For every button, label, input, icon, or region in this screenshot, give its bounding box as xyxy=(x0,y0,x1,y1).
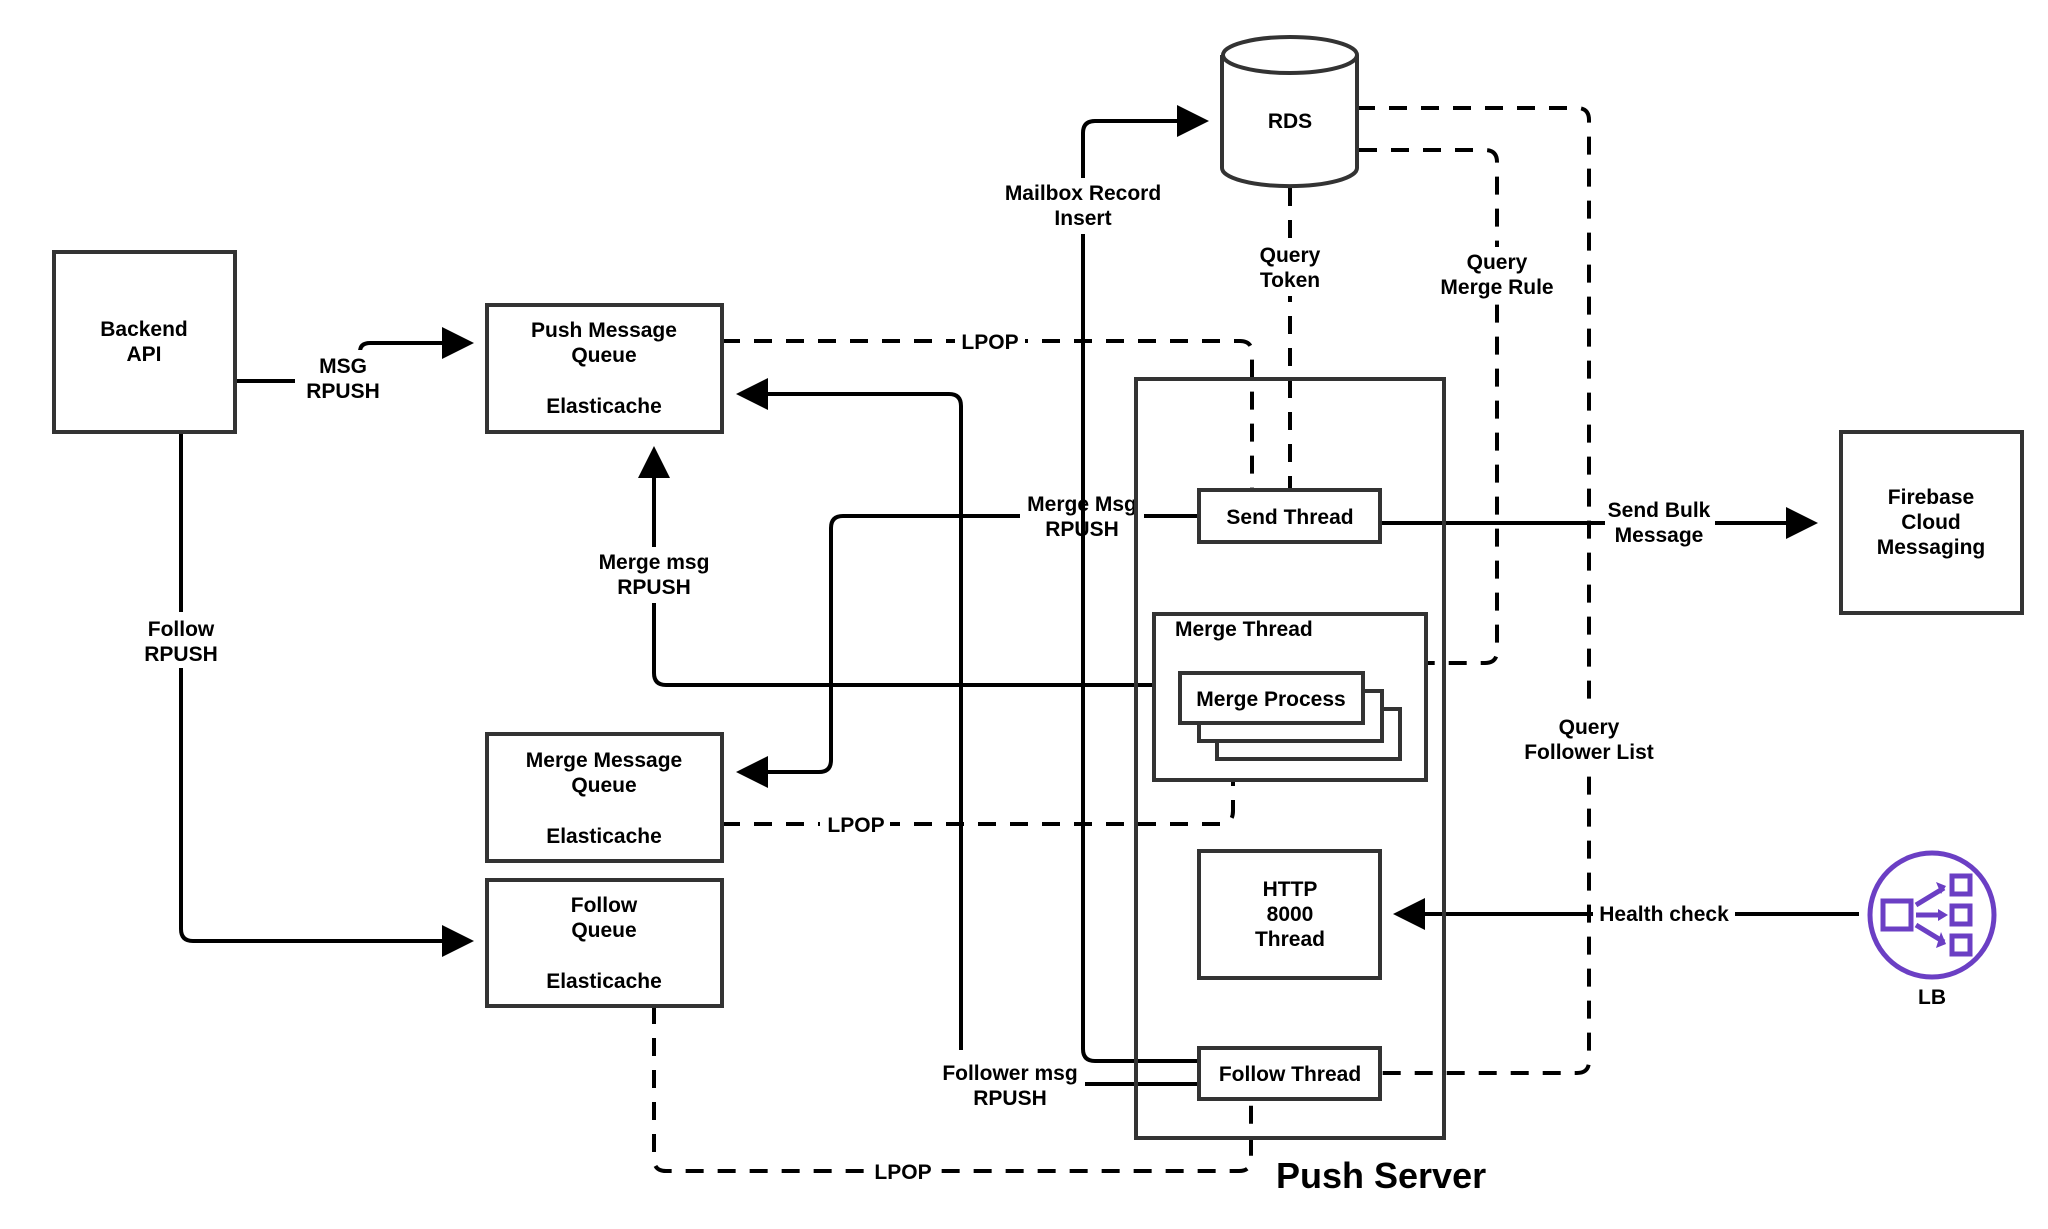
edge-label-follow-rpush: RPUSH xyxy=(144,643,218,666)
edge-label-query: Query xyxy=(1260,244,1321,267)
edge-merge-msg-rpush: Merge Msg RPUSH xyxy=(736,488,1199,788)
edge-merge-msg-rpush-up: Merge msg RPUSH xyxy=(590,446,1180,687)
merge-queue-line2: Queue xyxy=(571,774,636,797)
node-backend-api: Backend API xyxy=(52,250,237,434)
backend-api-line1: Backend xyxy=(100,318,188,341)
merge-process-front xyxy=(1178,671,1365,725)
edge-follow-rpush: Follow RPUSH xyxy=(135,432,474,957)
edge-label-lpop: LPOP xyxy=(961,331,1018,354)
edge-follower-msg-rpush: Follower msg RPUSH xyxy=(736,378,1199,1113)
merge-queue-line3: Elasticache xyxy=(546,825,662,848)
firebase-line2: Cloud xyxy=(1901,511,1960,534)
node-merge-thread: Merge Thread Merge Process xyxy=(1152,612,1428,782)
edge-label-follower-list: Follower List xyxy=(1524,741,1654,764)
push-server-container: Push Server xyxy=(1134,377,1486,1196)
push-queue-line1: Push Message xyxy=(531,319,677,342)
push-queue-line3: Elasticache xyxy=(546,395,662,418)
edge-label-mailbox: Mailbox Record xyxy=(1005,182,1161,205)
database-cylinder-icon xyxy=(1220,35,1359,189)
http-line3: Thread xyxy=(1255,928,1325,951)
edge-follow-lpop: LPOP xyxy=(652,1006,1253,1185)
node-push-message-queue: Push Message Queue Elasticache xyxy=(485,303,724,434)
backend-api-line2: API xyxy=(126,343,161,366)
edge-label-follower-msg: Follower msg xyxy=(942,1062,1077,1085)
node-http-thread: HTTP 8000 Thread xyxy=(1197,849,1382,980)
load-balancer-icon xyxy=(1867,850,1997,980)
follow-queue-line2: Queue xyxy=(571,919,636,942)
rds-label: RDS xyxy=(1268,110,1312,133)
follow-thread-label: Follow Thread xyxy=(1219,1063,1361,1086)
edge-label-msg: MSG xyxy=(319,355,367,378)
push-server-title: Push Server xyxy=(1276,1155,1486,1196)
edge-label-merge-rpush-up: RPUSH xyxy=(617,576,691,599)
push-queue-line2: Queue xyxy=(571,344,636,367)
edge-label-health-check: Health check xyxy=(1599,903,1729,926)
edge-send-bulk: Send Bulk Message xyxy=(1380,499,1818,547)
edge-label-rpush: RPUSH xyxy=(306,380,380,403)
edge-label-query-fl: Query xyxy=(1559,716,1620,739)
edge-label-follower-rpush: RPUSH xyxy=(973,1087,1047,1110)
node-rds: RDS xyxy=(1220,35,1359,189)
follow-queue-line3: Elasticache xyxy=(546,970,662,993)
edge-msg-rpush: MSG RPUSH xyxy=(235,327,474,406)
edge-label-insert: Insert xyxy=(1054,207,1111,230)
firebase-line1: Firebase xyxy=(1888,486,1974,509)
node-lb: LB xyxy=(1867,850,1997,1009)
edge-query-token: Query Token xyxy=(1245,188,1335,490)
edge-label-follow-lpop: LPOP xyxy=(874,1161,931,1184)
firebase-line3: Messaging xyxy=(1877,536,1986,559)
edge-label-query-mr: Query xyxy=(1467,251,1528,274)
edge-label-message: Message xyxy=(1615,524,1704,547)
edge-merge-lpop: LPOP xyxy=(722,761,1235,838)
edge-label-send-bulk: Send Bulk xyxy=(1608,499,1711,522)
edge-label-merge-msg-up: Merge msg xyxy=(599,551,710,574)
http-line1: HTTP xyxy=(1263,878,1318,901)
edge-label-follow: Follow xyxy=(148,618,215,641)
edge-push-lpop: LPOP xyxy=(722,327,1254,490)
send-thread-label: Send Thread xyxy=(1226,506,1353,529)
node-firebase: Firebase Cloud Messaging xyxy=(1839,430,2024,615)
node-merge-message-queue: Merge Message Queue Elasticache xyxy=(485,732,724,863)
node-follow-thread: Follow Thread xyxy=(1197,1046,1382,1101)
edge-label-merge-lpop: LPOP xyxy=(827,814,884,837)
lb-label: LB xyxy=(1918,986,1946,1009)
edge-query-follower-list: Query Follower List xyxy=(1357,106,1663,1075)
edge-query-merge-rule: Query Merge Rule xyxy=(1359,148,1564,665)
merge-process-label: Merge Process xyxy=(1196,688,1345,711)
edge-label-merge-rule: Merge Rule xyxy=(1440,276,1553,299)
edge-mailbox-insert: Mailbox Record Insert xyxy=(995,105,1209,1063)
edge-health-check: Health check xyxy=(1393,898,1859,930)
edge-label-token: Token xyxy=(1260,269,1320,292)
follow-queue-line1: Follow xyxy=(571,894,638,917)
node-follow-queue: Follow Queue Elasticache xyxy=(485,878,724,1008)
merge-thread-label: Merge Thread xyxy=(1175,618,1313,641)
merge-queue-line1: Merge Message xyxy=(526,749,682,772)
node-send-thread: Send Thread xyxy=(1197,488,1382,544)
http-line2: 8000 xyxy=(1267,903,1314,926)
